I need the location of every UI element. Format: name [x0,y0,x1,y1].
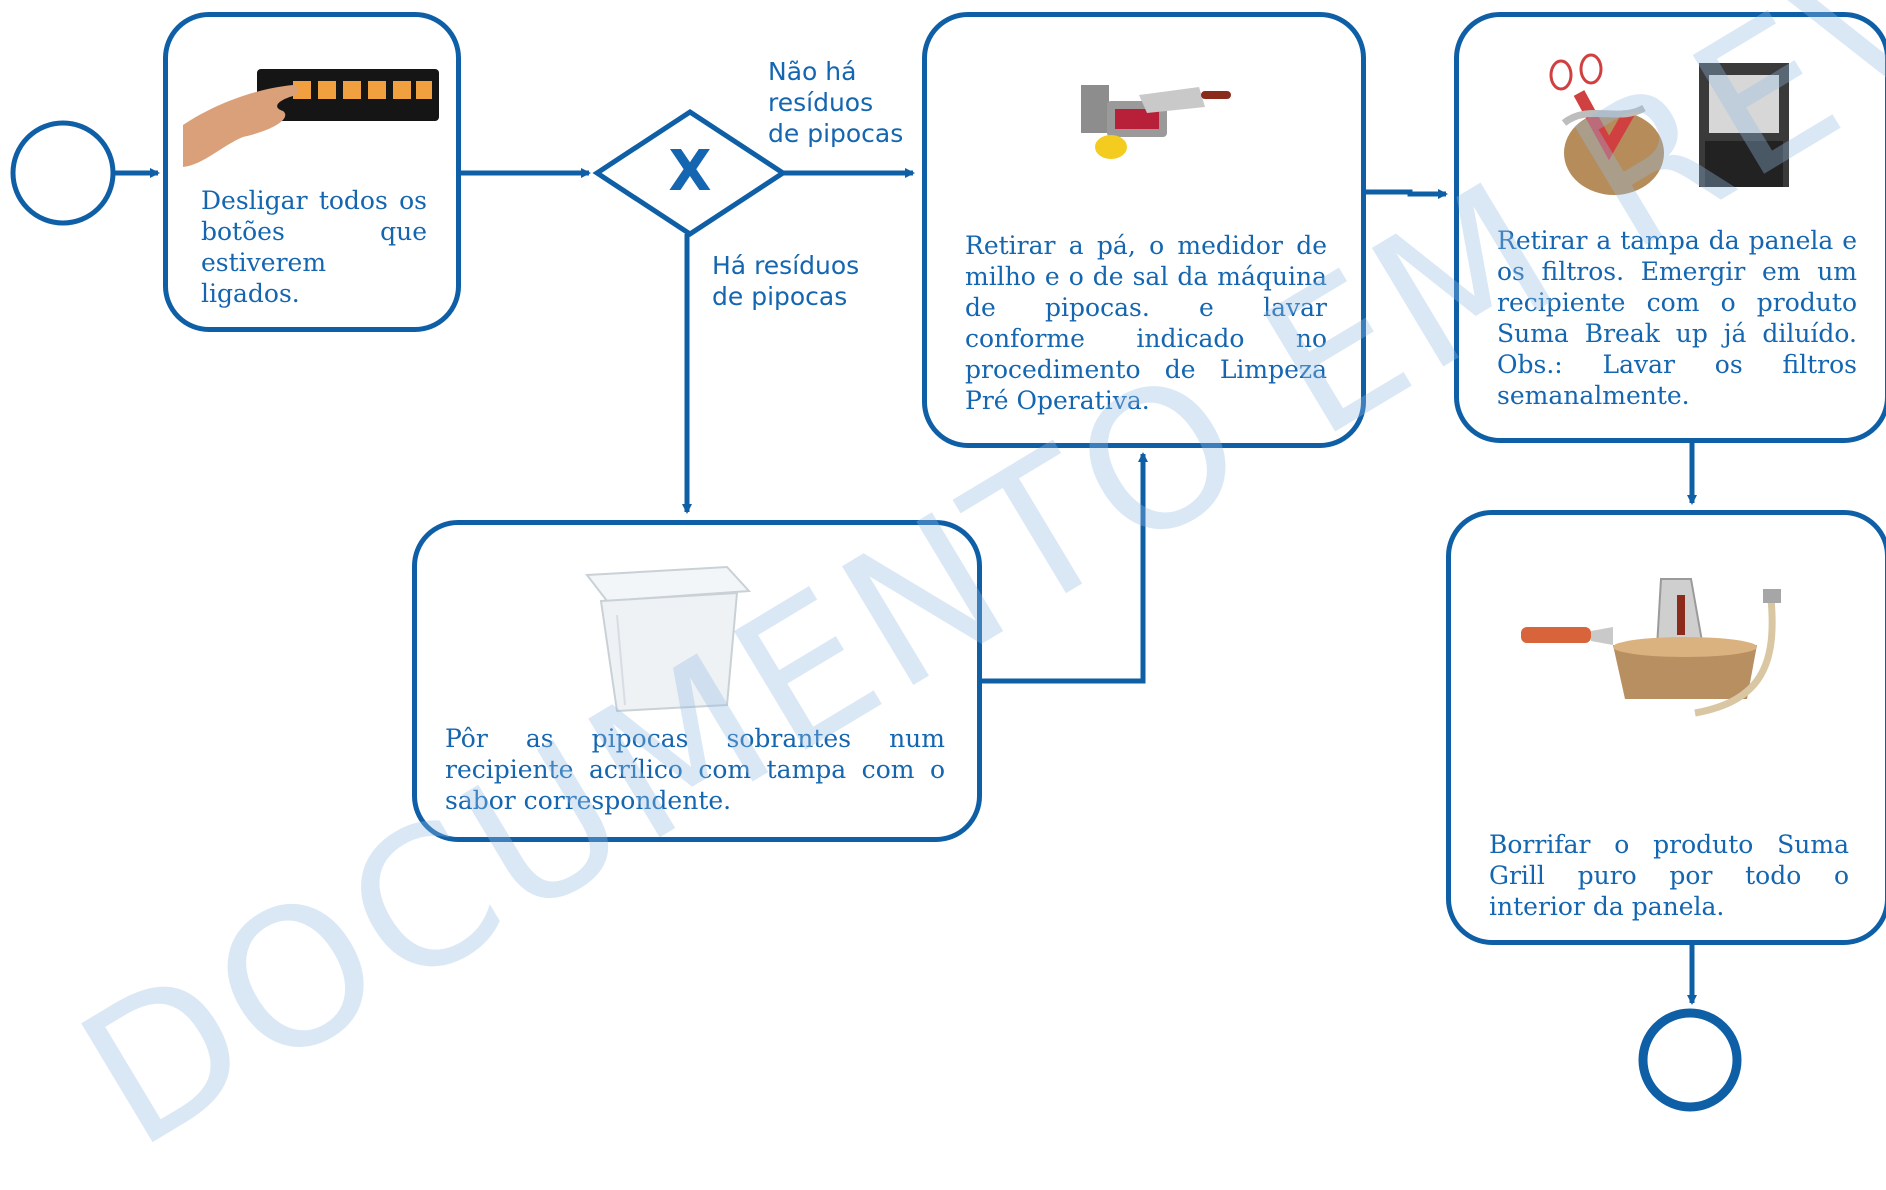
flow-label-has-residue: Há resíduos de pipocas [712,251,860,311]
task-remove-parts-text: Retirar a pá, o medidor de milho e o de … [965,231,1327,415]
kettle-and-machine-image [1549,53,1789,195]
flow-connectors [10,109,1742,1112]
task-spray-text: Borrifar o produto Suma Grill puro por t… [1489,830,1849,921]
flow-remove-parts-to-remove-lid [1366,189,1448,199]
flow-label-no-residue: Não há resíduos de pipocas [768,57,904,148]
task-remove-lid-text: Retirar a tampa da panela e os filtros. … [1497,226,1857,410]
acrylic-container-image [585,565,752,713]
control-panel-hand-image [183,69,439,167]
kettle-spray-image [1521,578,1781,717]
start-event-circle [10,120,116,226]
task-turn-off-buttons: Desligar todos os botões que estiverem l… [163,12,461,332]
exclusive-gateway-diamond [592,109,788,237]
end-event-circle [1638,1008,1742,1112]
task-remove-lid-filters: Retirar a tampa da panela e os filtros. … [1454,12,1886,443]
task-store-popcorn: Pôr as pipocas sobrantes num recipiente … [412,520,982,842]
task-remove-parts: Retirar a pá, o medidor de milho e o de … [922,12,1366,448]
gateway-exclusive-symbol: X [668,139,712,204]
machine-parts-image [1081,85,1231,159]
task-store-popcorn-text: Pôr as pipocas sobrantes num recipiente … [445,724,945,815]
process-diagram: X Não há resíduos de pipocas Há resíduos… [10,0,1886,1190]
task-turn-off-text: Desligar todos os botões que estiverem l… [201,186,427,308]
flow-store-popcorn-to-remove-parts [982,452,1148,684]
task-spray-suma-grill: Borrifar o produto Suma Grill puro por t… [1446,510,1886,945]
